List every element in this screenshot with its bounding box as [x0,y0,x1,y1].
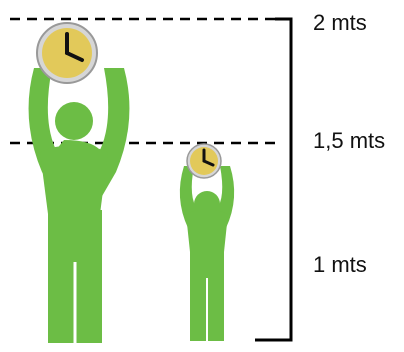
label-2-mts: 2 mts [313,12,367,34]
clock-icon [37,23,97,83]
clock-icon [187,144,221,178]
person-icon [29,68,130,343]
label-1-mts: 1 mts [313,254,367,276]
label-1-5-mts: 1,5 mts [313,130,385,152]
height-scale-bracket [255,19,291,340]
